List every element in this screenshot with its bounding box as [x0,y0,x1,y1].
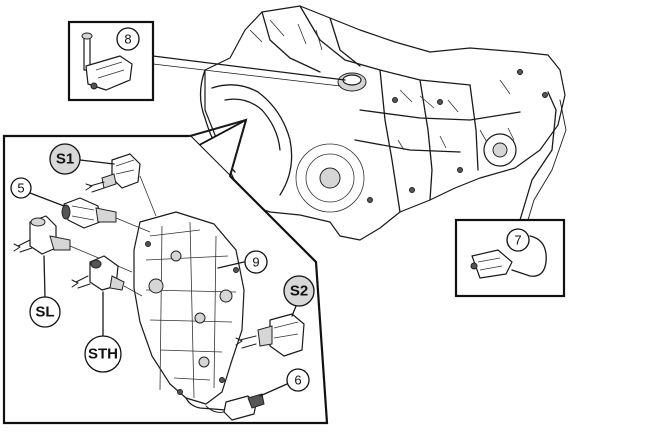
sensor-7-illustration [470,235,547,279]
callout-box-8: 8 [67,20,346,102]
callout-bubble-5 [10,177,32,199]
callout-label-sth: STH [88,346,118,363]
callout-bubble-6 [286,368,310,392]
callout-bubble-8 [116,27,140,51]
solenoid-sth [71,255,125,291]
leader-line-6 [259,383,288,397]
callout-label-sl: SL [35,304,54,321]
transmission-housing [199,5,566,241]
callout-bubble-7 [506,228,530,252]
solenoid-5 [61,197,117,229]
callout-label-8: 8 [124,32,131,47]
callout-bubble-s1 [49,143,81,175]
callout-bubble-9 [244,250,268,274]
solenoid-s1 [85,153,141,193]
callout-bubble-sth [84,335,122,373]
sensor-6 [185,393,265,421]
leader-line-sl [43,255,46,299]
solenoid-sl [13,215,71,255]
callout-bubble-s2 [283,275,315,307]
callout-label-9: 9 [252,255,259,270]
leader-line-9 [217,261,245,269]
callout-bubble-sl [29,296,61,328]
callout-label-6: 6 [294,373,301,388]
callout-box-7: 7 [454,91,567,298]
leader-line-7 [519,91,557,221]
sensor-8-illustration [81,32,133,91]
callout-label-s2: S2 [290,283,308,300]
leader-line-5 [29,192,65,207]
solenoid-s2 [235,313,305,357]
callout-label-s1: S1 [56,151,74,168]
detail-box-valve-body: 9 S1 5 [2,118,329,425]
leader-line-s2 [291,305,297,317]
valve-body-9 [133,211,245,405]
callout-label-7: 7 [514,233,521,248]
leader-line-8 [152,55,346,81]
callout-label-5: 5 [17,181,24,196]
leader-line-s1 [79,159,115,165]
